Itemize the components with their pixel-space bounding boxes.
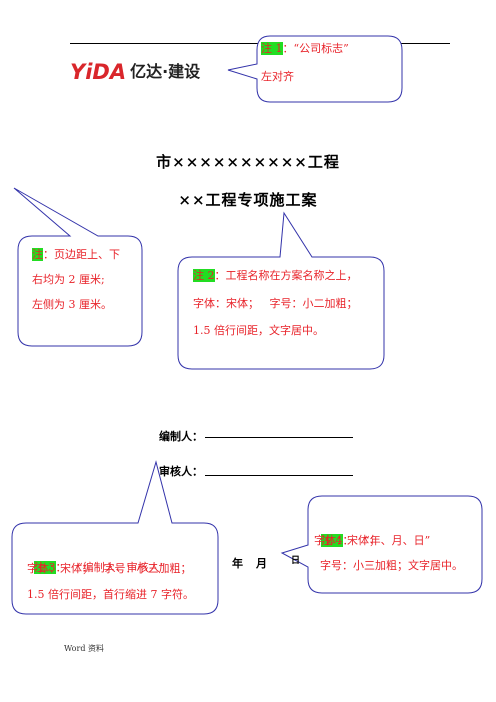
note3-line2: 字体：宋体； 字号：小三加粗； xyxy=(27,562,192,575)
note4-line3: 字号：小三加粗；文字居中。 xyxy=(320,559,463,572)
editor-line[interactable] xyxy=(205,437,353,438)
note4-tag: 注 4 xyxy=(321,534,343,547)
date-year: 年 xyxy=(232,557,243,570)
note2-line1: 注 2：工程名称在方案名称之上， xyxy=(193,263,358,288)
footer-text: Word 资料 xyxy=(64,644,104,653)
note3-tag: 注 3 xyxy=(34,561,56,574)
callout-note3 xyxy=(11,460,219,615)
editor-label: 编制人： xyxy=(159,430,203,443)
note4-line2: 字体：宋体； xyxy=(314,534,380,547)
margin-note-line3: 左侧为 3 厘米。 xyxy=(32,298,112,311)
note1-line1: 注 1：“公司标志” xyxy=(261,36,349,61)
callout-note2 xyxy=(177,211,385,370)
margin-note-tag: 注 xyxy=(32,248,43,261)
note3-text: ： “编制人、审核人” xyxy=(55,561,166,574)
reviewer-line[interactable] xyxy=(205,475,353,476)
note3-line3: 1.5 倍行间距，首行缩进 7 字符。 xyxy=(27,588,194,601)
margin-note-text: ：页边距上、下 xyxy=(43,248,120,261)
note2-tag: 注 2 xyxy=(193,269,215,282)
project-title: 市××××××××××工程 xyxy=(156,153,340,171)
company-logo: YiDA 亿达·建设 xyxy=(70,61,200,83)
note4-text: ： “年、月、日” xyxy=(342,534,431,547)
note2-line3: 1.5 倍行间距，文字居中。 xyxy=(193,324,324,337)
callout-note4 xyxy=(280,495,483,594)
note1-text: ：“公司标志” xyxy=(282,42,349,55)
plan-title: ××工程专项施工案 xyxy=(178,191,318,209)
note4-line1: 注 4： “年、月、日” xyxy=(314,503,430,553)
date-month: 月 xyxy=(256,557,267,570)
logo-text: 亿达·建设 xyxy=(130,62,201,81)
callout-margin xyxy=(13,187,143,347)
note2-text: ：工程名称在方案名称之上， xyxy=(214,269,358,282)
note2-line2: 字体：宋体； 字号：小二加粗； xyxy=(193,297,358,310)
margin-note-line1: 注：页边距上、下 xyxy=(32,242,120,267)
reviewer-label: 审核人： xyxy=(159,465,203,478)
note3-line1: 注 3： “编制人、审核人” xyxy=(27,530,165,580)
note1-line2: 左对齐 xyxy=(261,70,294,83)
note1-tag: 注 1 xyxy=(261,42,283,55)
date-day: 日 xyxy=(291,556,301,566)
margin-note-line2: 右均为 2 厘米; xyxy=(32,273,105,286)
logo-mark: YiDA xyxy=(70,60,127,84)
